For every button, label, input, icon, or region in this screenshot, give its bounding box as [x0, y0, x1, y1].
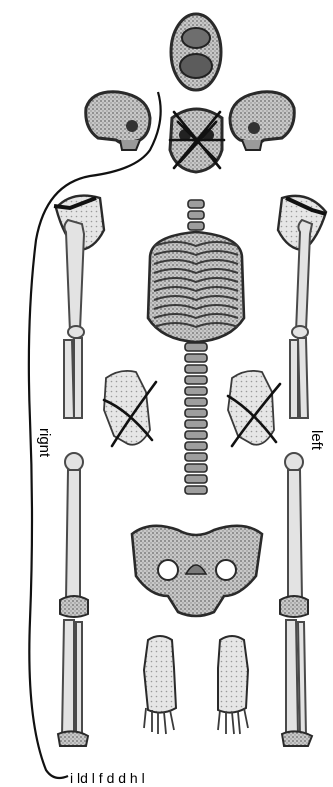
- pelvis: [132, 526, 262, 616]
- vertebra: [185, 354, 207, 362]
- rib-cage: [148, 232, 244, 342]
- skull-top-view: [171, 14, 221, 90]
- vertebra: [185, 475, 207, 483]
- vertebra: [185, 464, 207, 472]
- left-upper-limb: [278, 196, 326, 418]
- vertebra: [185, 376, 207, 384]
- vertebra: [185, 442, 207, 450]
- right-hand: [104, 371, 156, 446]
- left-lower-limb: [280, 453, 312, 746]
- vertebra: [185, 365, 207, 373]
- vertebra: [185, 420, 207, 428]
- right-upper-limb: [54, 196, 104, 418]
- left-side-label: left: [308, 430, 325, 451]
- vertebra: [185, 486, 207, 494]
- vertebra: [185, 453, 207, 461]
- skull-left-lateral: [230, 92, 294, 150]
- vertebra: [185, 409, 207, 417]
- vertebra: [185, 343, 207, 351]
- vertebra: [185, 398, 207, 406]
- vertebra: [188, 211, 204, 219]
- skull-right-lateral: [86, 92, 150, 150]
- right-lower-limb: [58, 453, 88, 746]
- vertebra: [185, 387, 207, 395]
- vertebra: [185, 431, 207, 439]
- vertebra: [188, 200, 204, 208]
- caption-text: i ld l f d d h l: [70, 770, 145, 786]
- right-side-label: rignt: [36, 428, 53, 458]
- left-hand: [228, 371, 280, 446]
- skull-facial-view: [170, 109, 224, 172]
- left-foot: [218, 636, 248, 734]
- vertebra: [188, 222, 204, 230]
- right-foot: [144, 636, 176, 734]
